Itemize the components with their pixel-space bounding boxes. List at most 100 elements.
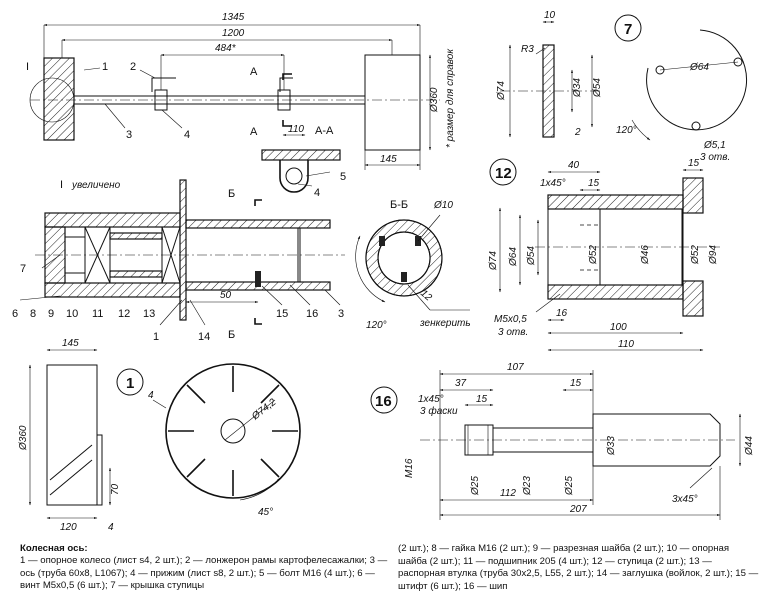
part-7-label: 7	[20, 263, 26, 275]
enlarged-caption: увеличено	[71, 180, 121, 191]
right-wheel	[364, 54, 421, 151]
section-b-label: Б	[228, 188, 235, 200]
pin-a	[379, 236, 385, 246]
section-b-mark-bottom	[254, 318, 262, 325]
parts-caption: Колесная ось: 1 — опорное колесо (лист s…	[20, 543, 760, 609]
dim-70: 70	[110, 483, 121, 495]
dim-50: 50	[220, 290, 232, 301]
detail-7-badge	[614, 14, 642, 42]
part-3b-label: 3	[338, 308, 344, 320]
drill-note: зенкерить	[419, 318, 471, 329]
bb-angle-arc	[355, 235, 386, 303]
wheel-slots	[168, 366, 298, 496]
dim-4-wheel: 4	[108, 522, 114, 533]
spacer-sleeve-top	[109, 232, 163, 240]
axle-wall-top	[185, 219, 331, 229]
dim-bb-120: 120°	[366, 320, 387, 331]
part-1b-label: 1	[153, 331, 159, 343]
dim-110-hub: 110	[618, 339, 634, 350]
clamp-section	[279, 160, 309, 193]
caption-column-2: (2 шт.); 8 — гайка М16 (2 шт.); 9 — разр…	[398, 543, 759, 592]
thread-m5: M5x0,5	[494, 314, 527, 325]
dim-64: Ø64	[689, 62, 709, 73]
section-bb-title: Б-Б	[390, 199, 408, 211]
dim-120-wheel: 120	[60, 522, 77, 533]
holes-count-12: 3 отв.	[498, 327, 528, 338]
part-3-label: 3	[126, 129, 132, 141]
wheel-face	[165, 363, 301, 499]
section-b-b-view: Б-Б Ø10 12 120° зенкерить	[355, 199, 471, 331]
hub12-bottom-wall	[547, 284, 684, 300]
left-wheel	[43, 57, 75, 141]
hub-bottom-wall	[44, 282, 181, 298]
spacer-sleeve-bottom	[109, 270, 163, 278]
hub12-flange-top	[682, 177, 704, 214]
dim-74-hub: Ø74	[488, 251, 499, 271]
axle-assembly-view: 1345 1200 484* 145 Ø360 * размер для спр…	[26, 12, 456, 170]
dim-33: Ø33	[606, 436, 617, 456]
part-13-label: 13	[143, 308, 155, 320]
part-9-label: 9	[48, 308, 54, 320]
dim-145: 145	[380, 154, 397, 165]
dim-54-hub: Ø54	[526, 246, 537, 266]
detail-16-number: 16	[375, 393, 392, 410]
hub12-top-wall	[547, 194, 684, 210]
dim-2: 2	[574, 127, 581, 138]
section-b-label-2: Б	[228, 329, 235, 341]
section-a-mark-top	[282, 73, 292, 80]
dim-15-collar: 15	[570, 378, 582, 389]
view-I-enlarged-label: I	[60, 179, 63, 191]
wheel-disk	[179, 179, 187, 321]
detail-1-number: 1	[126, 375, 134, 392]
caption-column-1: 1 — опорное колесо (лист s4, 2 шт.); 2 —…	[20, 555, 388, 591]
dim-360-wheel: Ø360	[18, 425, 29, 451]
dim-107: 107	[507, 362, 524, 373]
cover-circle	[646, 29, 748, 131]
frame-spar-section	[261, 149, 341, 161]
section-a-mark-bottom	[282, 120, 292, 127]
part-10-label: 10	[66, 308, 78, 320]
dim-16: 16	[556, 308, 568, 319]
dim-360: Ø360	[429, 87, 440, 113]
dim-25-a: Ø25	[470, 476, 481, 496]
dim-44: Ø44	[744, 436, 755, 456]
view-I-label: I	[26, 61, 29, 73]
chamfer-1x45: 1x45°	[540, 178, 566, 189]
thread-m16: M16	[404, 458, 415, 478]
dim-1345: 1345	[222, 12, 245, 23]
dim-4-slot: 4	[148, 390, 154, 401]
dim-112: 112	[500, 488, 516, 499]
part-5-label: 5	[340, 171, 346, 183]
part-16-label: 16	[306, 308, 318, 320]
dim-37: 37	[455, 378, 467, 389]
dim-94-hub: Ø94	[708, 245, 719, 265]
dim-64-hub: Ø64	[508, 247, 519, 267]
dim-15-groove: 15	[588, 178, 600, 189]
dim-15-flange: 15	[688, 158, 700, 169]
dim-40: 40	[568, 160, 580, 171]
chamfer-count: 3 фаски	[420, 405, 458, 417]
dim-15-thread: 15	[476, 394, 488, 405]
dim-34: Ø34	[572, 78, 583, 98]
dim-52-hub: Ø52	[588, 245, 599, 265]
caption-title: Колесная ось:	[20, 543, 88, 554]
dim-54: Ø54	[592, 78, 603, 98]
part-4-label: 4	[184, 129, 190, 141]
dim-23: Ø23	[522, 476, 533, 496]
detail-7-view: 7 Ø64 120° Ø5,1 3 отв.	[614, 14, 748, 163]
chamfer-1x45-16: 1x45°	[418, 394, 444, 405]
section-b-mark-top	[254, 199, 262, 206]
part-14-label: 14	[198, 331, 210, 343]
part-2-label: 2	[130, 61, 136, 73]
dim-5-1: Ø5,1	[703, 140, 726, 151]
dim-100: 100	[610, 322, 627, 333]
section-a-label-2: A	[250, 126, 258, 138]
section-aa-title: A-A	[315, 125, 334, 137]
dim-1200: 1200	[222, 28, 245, 39]
wheel-hub-hole	[220, 418, 246, 444]
pin-c	[401, 272, 407, 282]
dim-10: 10	[544, 10, 556, 21]
dim-bb-10: Ø10	[433, 200, 453, 211]
wheel-side-view	[46, 364, 98, 506]
detail-12-badge	[489, 158, 517, 186]
